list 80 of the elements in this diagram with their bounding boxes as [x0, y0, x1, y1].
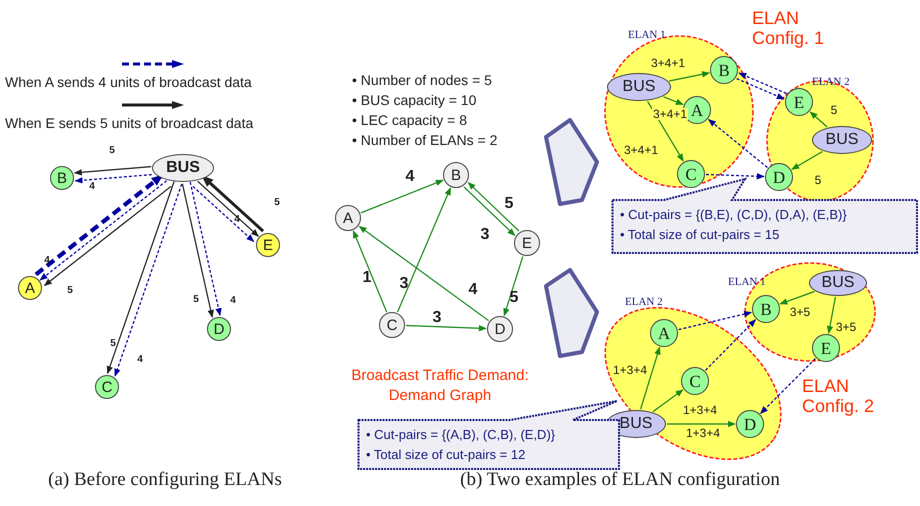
arrow: [40, 180, 168, 280]
bullet-text: • Number of nodes = 5: [352, 71, 493, 90]
arrow: [192, 186, 254, 242]
edge-label: 4: [468, 282, 478, 298]
arrow: [114, 184, 182, 377]
edge-label: 4: [230, 296, 236, 306]
edge-label: 1+3+4: [612, 364, 648, 376]
bullet-text: • LEC capacity = 8: [352, 111, 468, 130]
edge-label: 5: [67, 286, 73, 296]
arrow: [705, 319, 756, 371]
edge-label: 5: [504, 196, 514, 212]
arrow: [779, 290, 815, 304]
arrow: [826, 296, 836, 334]
edge-label: 1+3+4: [684, 427, 722, 439]
legend-text: When A sends 4 units of broadcast data: [5, 73, 252, 92]
legend-text: When E sends 5 units of broadcast data: [5, 114, 254, 133]
edge-label: 5: [109, 146, 115, 156]
callout-text: • Cut-pairs = {(A,B), (C,B), (E,D)}: [366, 426, 556, 444]
arrow: [738, 72, 787, 94]
region-label: ELAN 2: [812, 76, 850, 88]
bus-ellipse: BUS: [152, 154, 214, 182]
arrow: [201, 174, 264, 232]
edge-label: 3: [400, 276, 408, 292]
arrow: [190, 182, 222, 316]
edge-label: 1+3+4: [682, 404, 718, 416]
arrow: [74, 166, 152, 176]
edge-label: 4: [406, 169, 414, 185]
arrow: [678, 310, 752, 330]
note-text: ELAN Config. 2: [802, 376, 876, 416]
caption: (b) Two examples of ELAN configuration: [459, 468, 781, 492]
caption: (a) Before configuring ELANs: [47, 468, 283, 492]
arrow: [736, 78, 785, 100]
callout-text: • Total size of cut-pairs = 12: [366, 446, 526, 464]
region-label: ELAN 1: [728, 276, 766, 288]
edge-label: 5: [830, 104, 838, 116]
arrow: [44, 186, 172, 286]
edge-label: 3+4+1: [622, 144, 660, 156]
arrow: [791, 150, 823, 170]
arrow: [503, 256, 524, 316]
arrow: [352, 230, 388, 312]
edge-label: 4: [137, 355, 143, 365]
edge-label: 5: [274, 198, 280, 208]
arrow: [360, 180, 444, 214]
edge-label: 4: [44, 256, 50, 266]
arrow: [406, 324, 487, 332]
arrow: [667, 420, 736, 428]
arrow: [708, 119, 768, 168]
arrow: [358, 226, 490, 322]
arrow: [652, 389, 684, 412]
region-label: ELAN 2: [625, 296, 663, 308]
edge-label: 3: [480, 227, 490, 243]
note-text: Broadcast Traffic Demand: Demand Graph: [350, 366, 530, 406]
callout-text: • Cut-pairs = {(B,E), (C,D), (D,A), (E,B)}: [620, 206, 847, 224]
edge-label: 3+4+1: [650, 57, 686, 69]
arrow: [760, 358, 816, 414]
arrow: [106, 181, 175, 374]
arrow: [668, 71, 710, 82]
arrow: [810, 111, 828, 128]
edge-label: 4: [89, 182, 95, 192]
edge-label: 3+5: [788, 306, 812, 318]
edge-label: 5: [814, 174, 822, 186]
arrow: [34, 174, 164, 276]
edge-label: 3+4+1: [652, 108, 688, 120]
arrow: [197, 180, 259, 237]
bullet-text: • Number of ELANs = 2: [352, 131, 498, 150]
region-label: ELAN 1: [628, 29, 666, 41]
callout-text: • Total size of cut-pairs = 15: [620, 226, 780, 244]
edge-label: 5: [193, 295, 199, 305]
edge-label: 3+5: [834, 321, 858, 333]
arrow: [640, 346, 661, 410]
note-text: ELAN Config. 1: [752, 8, 826, 48]
edge-label: 3: [432, 310, 442, 326]
bullet-text: • BUS capacity = 10: [352, 91, 478, 110]
edge-label: 1: [362, 270, 372, 286]
arrow: [182, 184, 214, 318]
arrow: [396, 187, 452, 312]
arrow: [74, 174, 152, 184]
edge-label: 5: [110, 339, 116, 349]
edge-label: 5: [510, 290, 518, 306]
arrow: [663, 96, 684, 106]
